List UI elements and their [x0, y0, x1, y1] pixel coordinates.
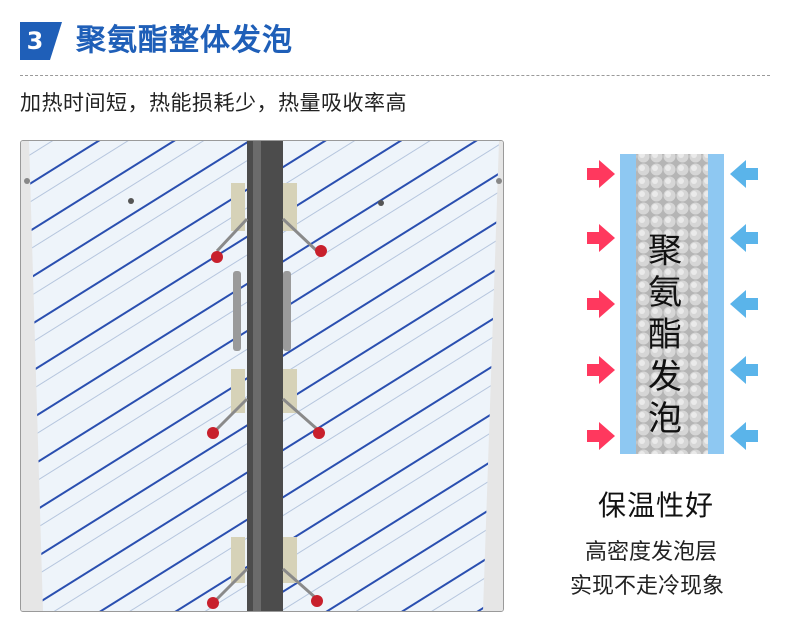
page-title: 聚氨酯整体发泡: [76, 23, 293, 58]
outer-panel-left: [620, 154, 636, 454]
product-photo: [20, 140, 504, 612]
outer-panel-right: [708, 154, 724, 454]
left-door: [29, 141, 247, 611]
latch-bottom: [207, 537, 323, 609]
caption-no-cold-leak: 实现不走冷现象: [570, 574, 725, 599]
caption-insulation: 保温性好: [598, 489, 715, 522]
heat-arrow-icons: [587, 160, 615, 450]
divider: [20, 75, 770, 76]
foam-diagram: [587, 154, 758, 454]
right-door: [283, 141, 499, 611]
cold-arrow-icons: [730, 160, 758, 450]
foam-core: [636, 154, 708, 454]
latch-middle: [207, 369, 325, 439]
caption-foam-layer: 高密度发泡层: [585, 540, 718, 565]
subtitle: 加热时间短，热能损耗少，热量吸收率高: [20, 91, 407, 115]
door-illustration: [21, 141, 503, 611]
step-badge: 3: [20, 22, 62, 60]
foam-label-char: 氨: [648, 273, 682, 313]
step-number: 3: [27, 27, 44, 55]
foam-label-char: 聚: [648, 231, 682, 271]
door-handle-right: [283, 271, 291, 351]
latch-top: [211, 183, 327, 263]
door-handle-left: [233, 271, 241, 351]
foam-label-char: 泡: [648, 399, 682, 439]
foam-label-char: 发: [648, 357, 682, 397]
door-seam: [247, 141, 283, 611]
foam-label: 聚 氨 酯 发 泡: [640, 230, 690, 440]
foam-label-char: 酯: [648, 315, 682, 355]
